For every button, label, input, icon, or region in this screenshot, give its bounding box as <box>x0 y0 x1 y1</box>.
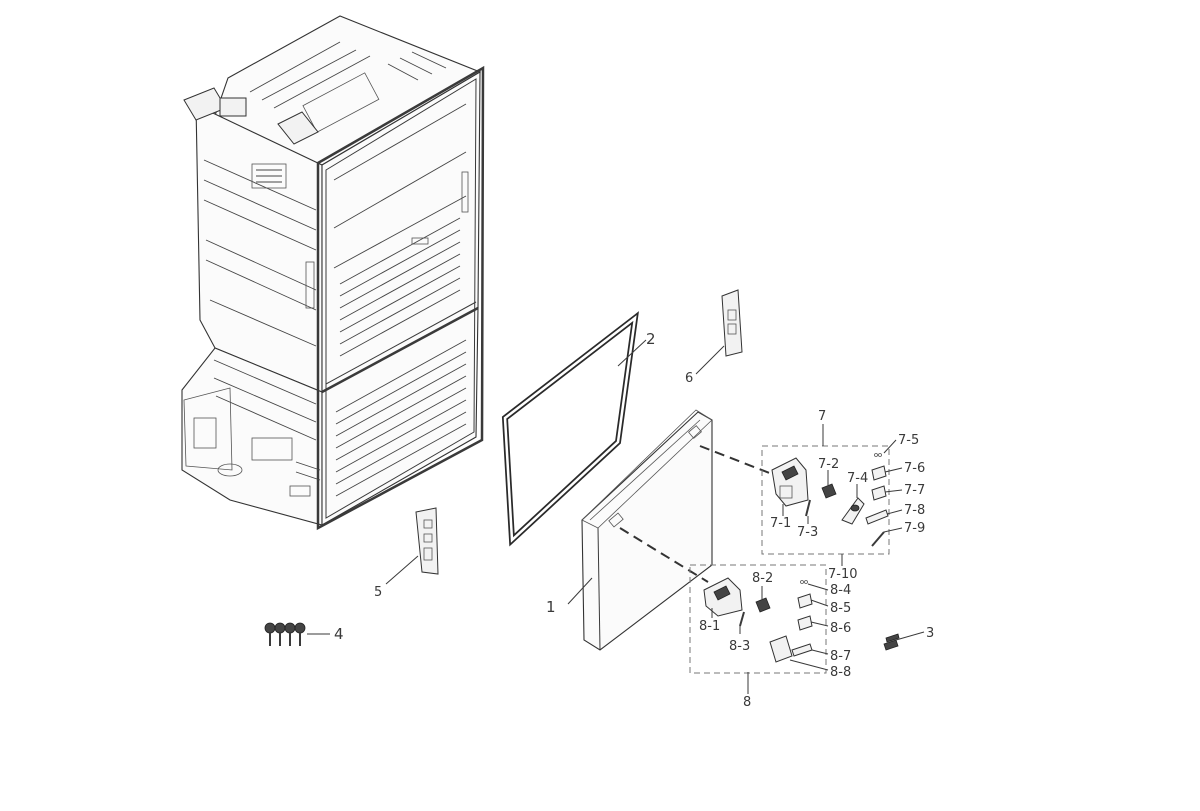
label-part-7-4: 7-4 <box>847 471 868 486</box>
hinge-assembly-7 <box>771 453 889 547</box>
label-part-7-7: 7-7 <box>904 483 925 498</box>
refrigerator-cabinet <box>181 15 485 531</box>
bracket-part-5 <box>415 507 439 575</box>
label-part-5: 5 <box>374 585 382 600</box>
label-part-8: 8 <box>743 695 751 710</box>
bracket-part-6 <box>721 289 743 357</box>
part-labels: 1 2 3 4 5 6 7 7-1 7-2 7-3 7-4 7-5 7-6 7-… <box>334 330 934 710</box>
label-part-8-5: 8-5 <box>830 601 851 616</box>
label-part-7-5: 7-5 <box>898 433 919 448</box>
screws-part-3 <box>883 633 900 651</box>
leader-lines <box>307 339 925 694</box>
hinge-assembly-7-box <box>761 445 890 555</box>
label-part-7-6: 7-6 <box>904 461 925 476</box>
hinge-assembly-8 <box>703 577 813 663</box>
label-part-7-1: 7-1 <box>770 516 791 531</box>
label-part-4: 4 <box>334 625 344 643</box>
label-part-1: 1 <box>546 598 556 616</box>
label-part-2: 2 <box>646 330 656 348</box>
label-part-7-3: 7-3 <box>797 525 818 540</box>
label-part-8-6: 8-6 <box>830 621 851 636</box>
label-part-7-8: 7-8 <box>904 503 925 518</box>
label-part-8-1: 8-1 <box>699 619 720 634</box>
hinge-assembly-8-box <box>689 564 827 674</box>
label-part-8-7: 8-7 <box>830 649 851 664</box>
label-part-7: 7 <box>818 409 826 424</box>
connector-door-to-hinge-7 <box>699 445 773 475</box>
label-part-7-2: 7-2 <box>818 457 839 472</box>
label-part-8-8: 8-8 <box>830 665 851 680</box>
label-part-8-3: 8-3 <box>729 639 750 654</box>
freezer-door <box>581 409 713 651</box>
label-part-8-2: 8-2 <box>752 571 773 586</box>
label-part-6: 6 <box>685 371 693 386</box>
label-part-7-10: 7-10 <box>828 567 858 582</box>
label-part-7-9: 7-9 <box>904 521 925 536</box>
door-gasket <box>501 311 639 547</box>
connector-door-to-hinge-8 <box>619 527 709 583</box>
label-part-8-4: 8-4 <box>830 583 851 598</box>
label-part-3: 3 <box>926 626 934 641</box>
screws-part-4 <box>264 622 306 646</box>
